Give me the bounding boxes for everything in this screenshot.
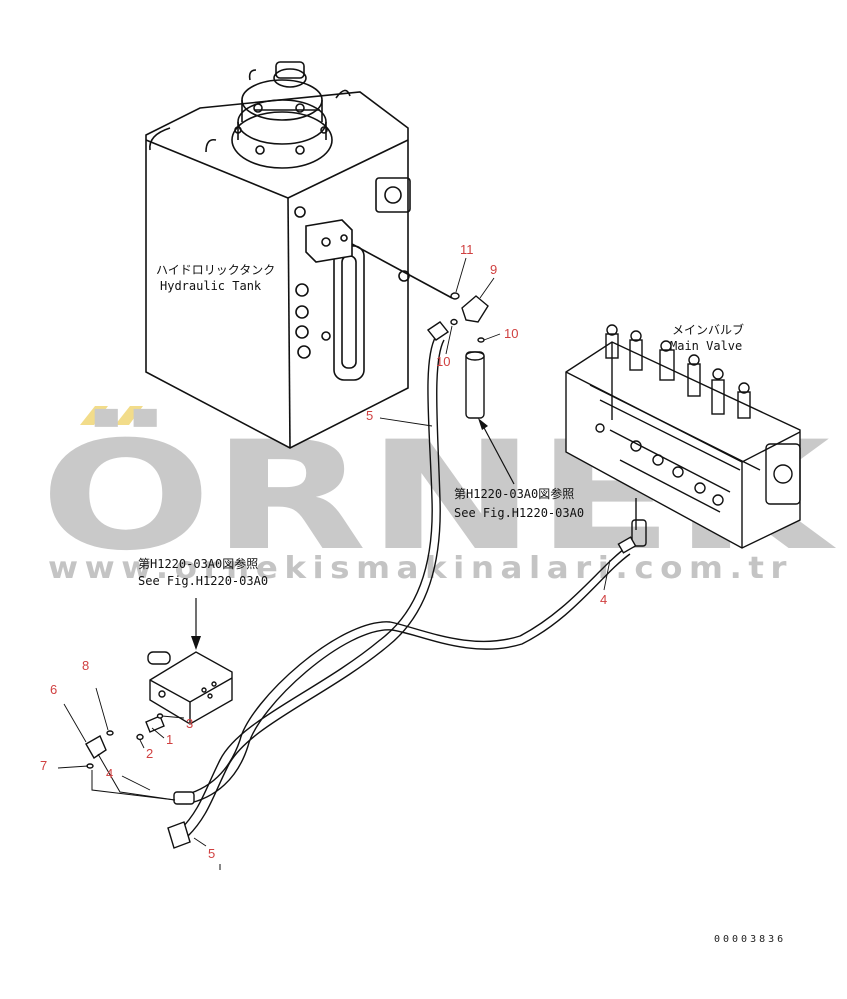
watermark-url: www.ornekismakinalari.com.tr bbox=[48, 551, 793, 586]
hydraulic-tank bbox=[145, 61, 453, 449]
label-ref2-en: See Fig.H1220-03A0 bbox=[138, 574, 268, 588]
callout-5-upper: 5 bbox=[366, 408, 373, 423]
label-tank-en: Hydraulic Tank bbox=[160, 279, 262, 293]
watermark-accent-right bbox=[115, 406, 143, 425]
label-valve-en: Main Valve bbox=[670, 339, 742, 353]
callout-7: 7 bbox=[40, 758, 47, 773]
drawing-code: 00003836 bbox=[714, 934, 786, 945]
hose-4-bottom-fitting bbox=[173, 791, 195, 805]
callout-2: 2 bbox=[146, 746, 153, 761]
hose-4-main bbox=[179, 545, 631, 805]
ref-arrow-upper-head bbox=[478, 418, 488, 430]
part-9-fitting bbox=[461, 295, 489, 323]
callouts: 11 9 10 10 5 4 8 6 3 1 2 7 4 5 bbox=[40, 242, 607, 861]
callout-4-upper: 4 bbox=[600, 592, 607, 607]
part-6-elbow bbox=[85, 735, 107, 759]
part-10-oring-upper bbox=[450, 318, 458, 326]
watermark-accent-left bbox=[80, 406, 108, 425]
block-stub bbox=[147, 651, 171, 665]
callout-6: 6 bbox=[50, 682, 57, 697]
ref-arrow-upper bbox=[481, 423, 515, 485]
callout-9: 9 bbox=[490, 262, 497, 277]
label-ref1-en: See Fig.H1220-03A0 bbox=[454, 506, 584, 520]
callout-8: 8 bbox=[82, 658, 89, 673]
callout-11: 11 bbox=[460, 242, 474, 257]
part-8-oring bbox=[106, 730, 114, 736]
callout-4-lower: 4 bbox=[106, 766, 113, 781]
label-tank-jp: ハイドロリックタンク bbox=[156, 263, 275, 277]
label-valve-jp: メインバルブ bbox=[672, 322, 744, 337]
ref-arrow-lower-head bbox=[191, 636, 201, 650]
part-10-oring-right bbox=[477, 337, 485, 343]
part-11-oring bbox=[450, 292, 460, 300]
part-2-oring bbox=[136, 733, 144, 741]
hose-5-main bbox=[179, 335, 445, 837]
callout-10-right: 10 bbox=[504, 326, 518, 341]
hose-5-top-fitting bbox=[426, 321, 450, 341]
callout-3: 3 bbox=[186, 716, 193, 731]
main-valve bbox=[565, 324, 801, 549]
part-3-oring bbox=[156, 713, 164, 719]
part-1-nipple bbox=[145, 715, 165, 733]
label-ref2-jp: 第H1220-03A0図参照 bbox=[138, 556, 258, 571]
label-ref1-jp: 第H1220-03A0図参照 bbox=[454, 486, 574, 501]
hose-5-bottom-fitting bbox=[167, 821, 191, 849]
callout-5-lower: 5 bbox=[208, 846, 215, 861]
hose-4-top-fitting bbox=[617, 536, 637, 554]
callout-10-left: 10 bbox=[436, 354, 450, 369]
callout-1: 1 bbox=[166, 732, 173, 747]
adapter-fitting bbox=[465, 351, 485, 419]
